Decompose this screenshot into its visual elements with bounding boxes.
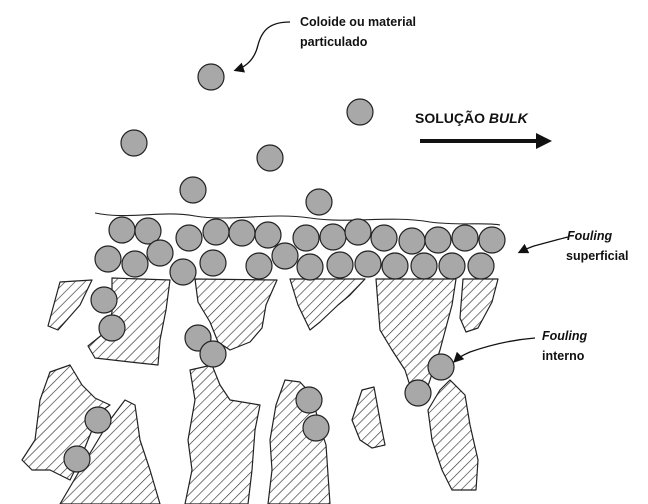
particle <box>382 253 408 279</box>
particle <box>428 354 454 380</box>
particle <box>95 246 121 272</box>
particle <box>229 220 255 246</box>
particle <box>200 341 226 367</box>
particle <box>200 250 226 276</box>
particle <box>198 64 224 90</box>
colloid-leader-line <box>236 22 290 70</box>
bulk-solution-label: SOLUÇÃO BULK <box>415 109 529 126</box>
surface-fouling-label: Fouling <box>567 229 612 243</box>
membrane-segment <box>185 365 260 504</box>
membrane-segment <box>460 279 498 332</box>
particle <box>176 225 202 251</box>
particle <box>203 219 229 245</box>
bulk-flow-arrowhead <box>536 133 552 149</box>
membrane-segment <box>48 280 92 330</box>
particle <box>91 287 117 313</box>
particle <box>468 253 494 279</box>
particle <box>170 259 196 285</box>
particle <box>320 224 346 250</box>
particle <box>355 251 381 277</box>
particle <box>452 225 478 251</box>
particle <box>272 243 298 269</box>
particle <box>399 228 425 254</box>
particle <box>121 130 147 156</box>
particle <box>411 253 437 279</box>
particle <box>479 227 505 253</box>
particle <box>425 227 451 253</box>
particle <box>297 254 323 280</box>
particle <box>85 407 111 433</box>
particle <box>147 240 173 266</box>
membrane-segment <box>290 279 365 330</box>
surface-fouling-label-2: superficial <box>566 249 629 263</box>
membrane-segment <box>352 387 385 448</box>
internal-fouling-label-2: interno <box>542 349 585 363</box>
particle <box>345 219 371 245</box>
particle <box>405 380 431 406</box>
particle <box>246 253 272 279</box>
particle <box>303 415 329 441</box>
particle <box>64 446 90 472</box>
bulk-italic: BULK <box>489 110 529 126</box>
bulk-prefix: SOLUÇÃO <box>415 109 489 126</box>
particle <box>347 99 373 125</box>
particle <box>122 251 148 277</box>
membrane-segment <box>428 380 478 490</box>
internal-leader-line <box>455 338 535 361</box>
particle <box>255 222 281 248</box>
particle <box>327 252 353 278</box>
colloid-label: Coloide ou material <box>300 15 416 29</box>
particle <box>371 225 397 251</box>
particle <box>306 189 332 215</box>
particle <box>296 387 322 413</box>
colloid-label-2: particulado <box>300 35 368 49</box>
surface-leader-line <box>520 237 568 252</box>
particle <box>439 253 465 279</box>
particle <box>109 217 135 243</box>
particle <box>293 225 319 251</box>
internal-fouling-label: Fouling <box>542 329 587 343</box>
particle <box>257 145 283 171</box>
particle <box>99 315 125 341</box>
particle <box>180 177 206 203</box>
